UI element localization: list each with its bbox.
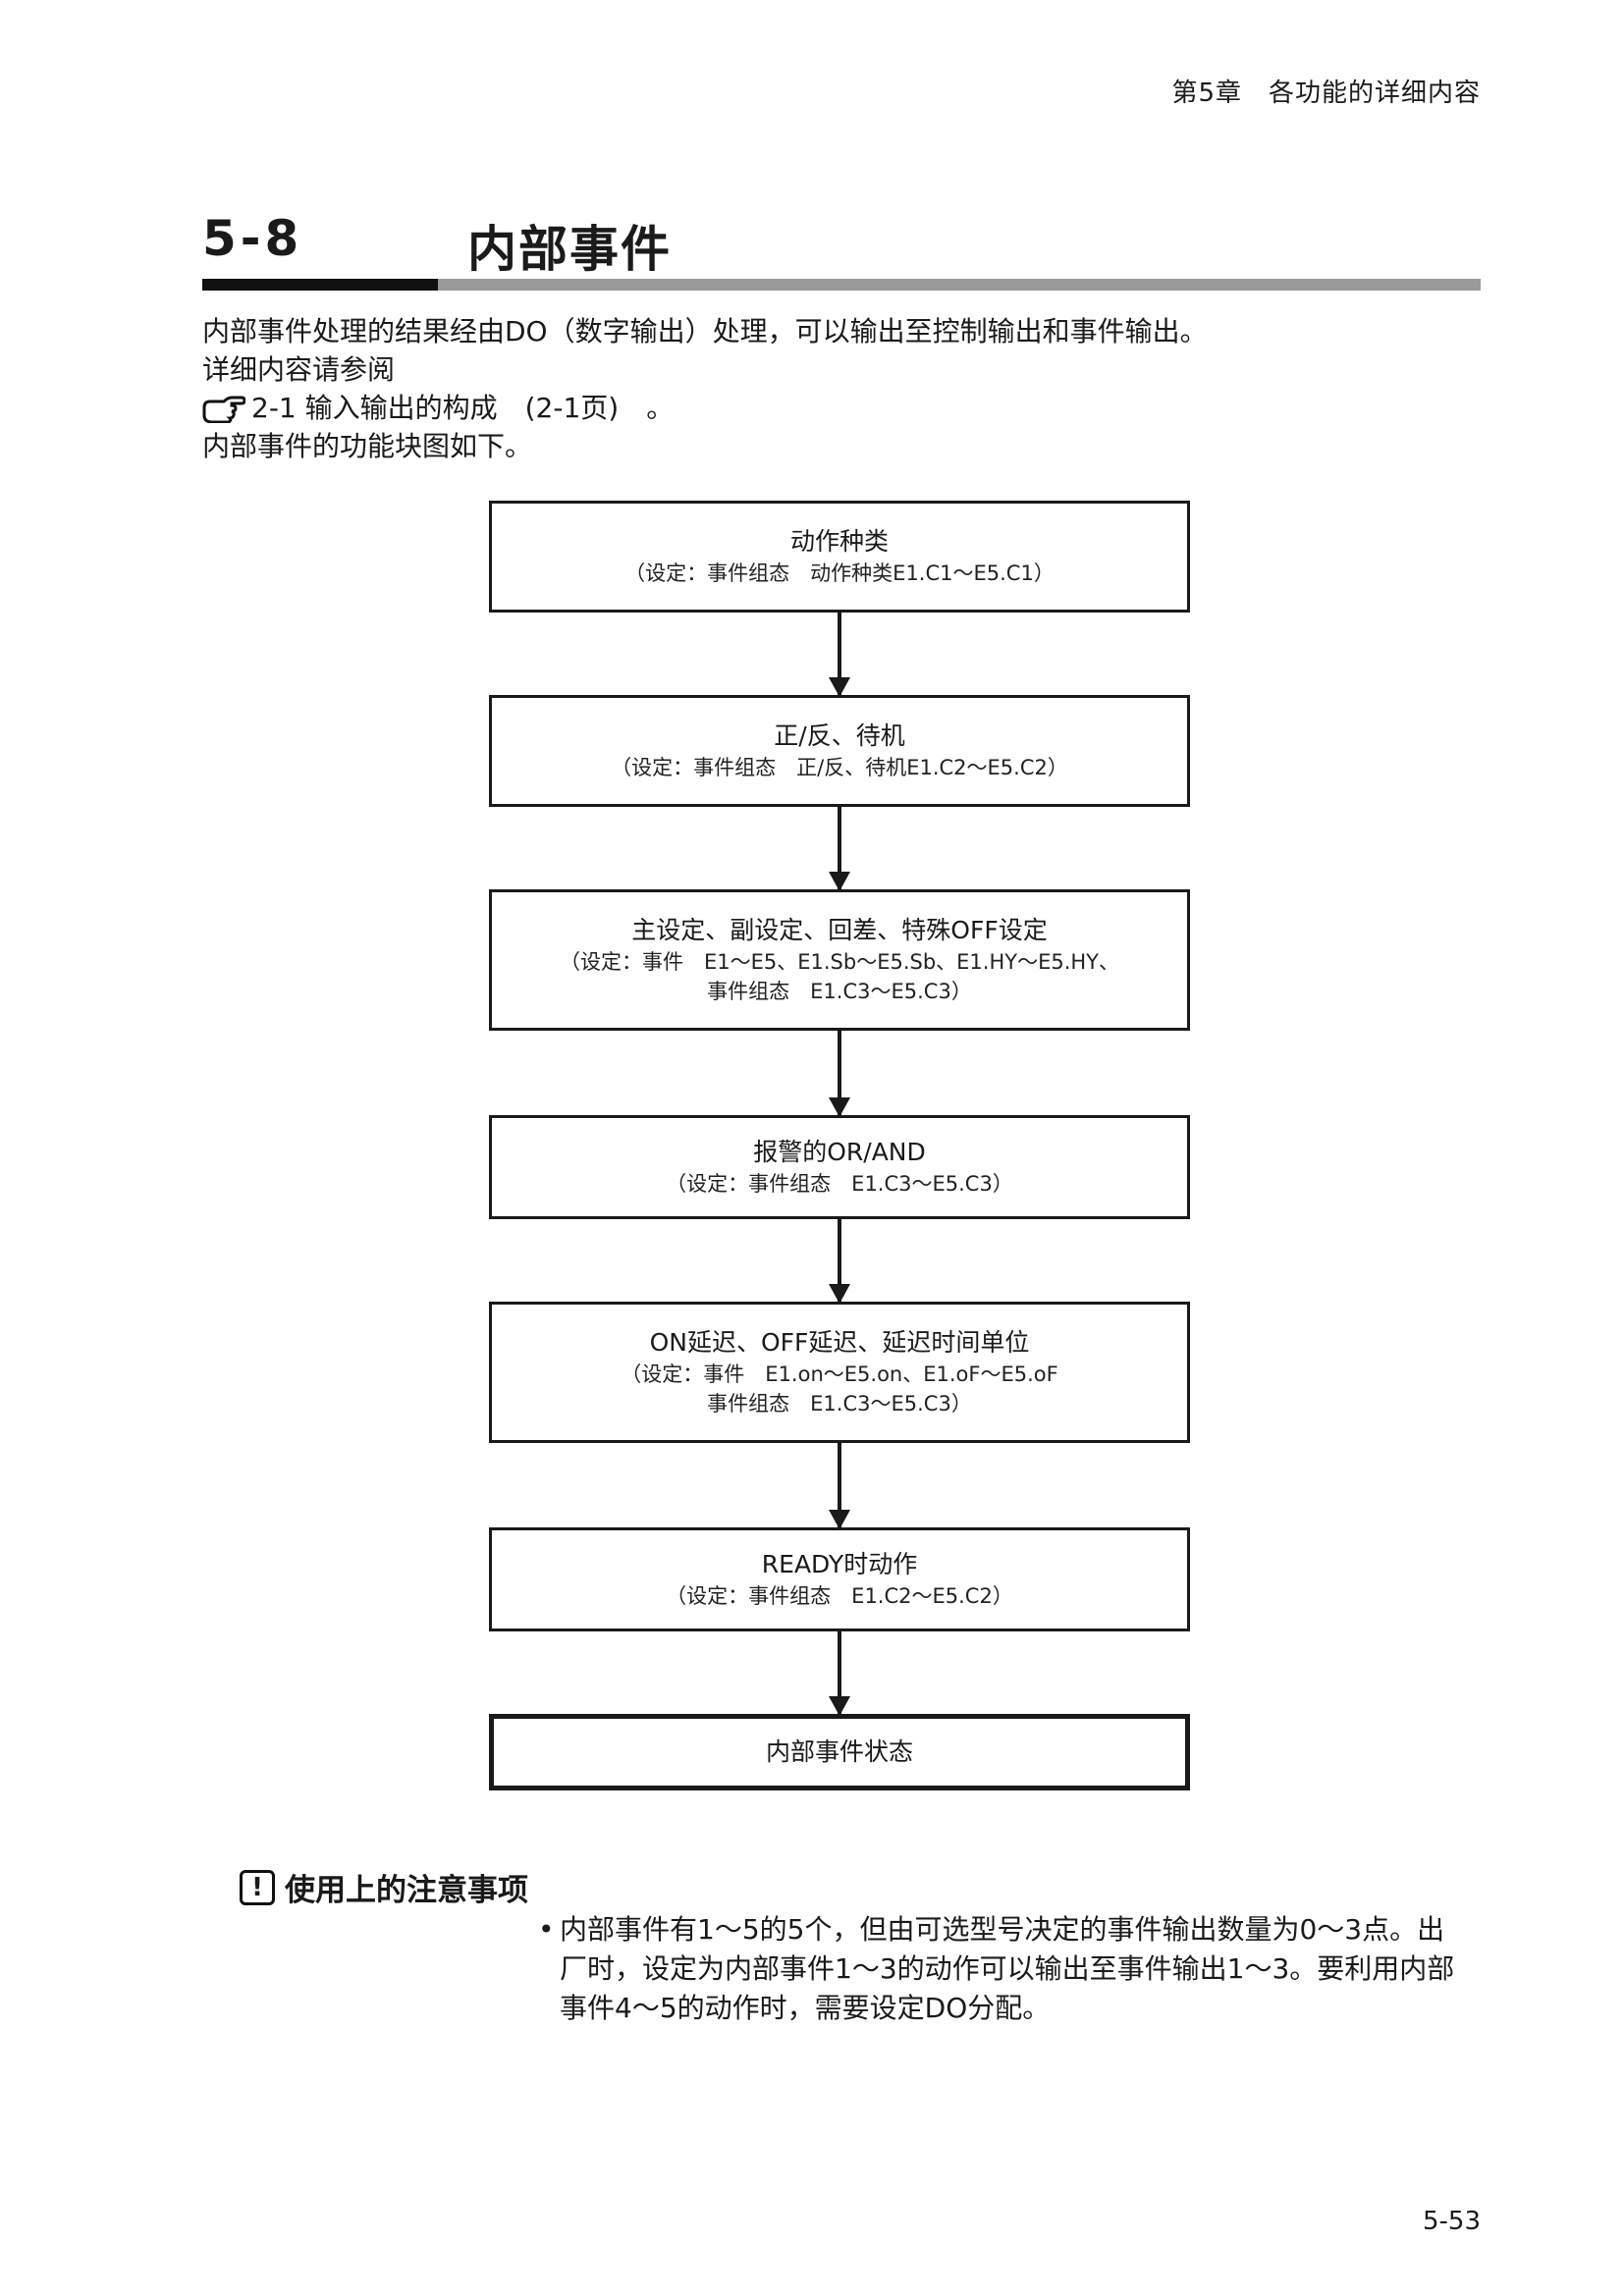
flow-box-setting: 事件组态 E1.C3～E5.C3） <box>707 980 972 1003</box>
flow-box-action-type: 动作种类 （设定：事件组态 动作种类E1.C1～E5.C1） <box>489 501 1190 613</box>
exclamation-icon: ! <box>240 1869 275 1905</box>
flow-arrow <box>829 807 850 891</box>
flow-arrow <box>829 1631 850 1716</box>
section-number: 5-8 <box>202 210 303 267</box>
chapter-header: 第5章 各功能的详细内容 <box>1171 79 1481 108</box>
section-heading: 5-8 内部事件 <box>202 210 1481 289</box>
flow-box-ready-action: READY时动作 （设定：事件组态 E1.C2～E5.C2） <box>489 1527 1190 1631</box>
flow-arrow <box>829 1219 850 1304</box>
flow-box-title: 动作种类 <box>789 527 889 556</box>
section-rule-black <box>202 279 438 291</box>
notice-line-3: 事件4～5的动作时，需要设定DO分配。 <box>560 1992 1051 2024</box>
page-number: 5-53 <box>1422 2207 1481 2236</box>
flow-box-title: 主设定、副设定、回差、特殊OFF设定 <box>631 916 1048 944</box>
flow-arrow <box>829 613 850 697</box>
flow-box-title: 正/反、待机 <box>774 721 905 750</box>
notice-title: 使用上的注意事项 <box>285 1873 528 1908</box>
flow-box-title: ON延迟、OFF延迟、延迟时间单位 <box>649 1328 1030 1357</box>
intro-line-1: 内部事件处理的结果经由DO（数字输出）处理，可以输出至控制输出和事件输出。 <box>202 315 1208 347</box>
flow-box-setting: 事件组态 E1.C3～E5.C3） <box>707 1392 972 1415</box>
flow-box-title: READY时动作 <box>761 1550 918 1578</box>
usage-notice-heading: ! 使用上的注意事项 <box>240 1865 528 1909</box>
intro-line-2: 详细内容请参阅 <box>202 353 396 386</box>
flow-arrow <box>829 1031 850 1117</box>
section-title: 内部事件 <box>467 221 672 278</box>
flow-box-setting: （设定：事件 E1.on～E5.on、E1.oF～E5.oF <box>621 1362 1058 1386</box>
flow-box-delay: ON延迟、OFF延迟、延迟时间单位 （设定：事件 E1.on～E5.on、E1.… <box>489 1302 1190 1443</box>
notice-body: • 内部事件有1～5的5个，但由可选型号决定的事件输出数量为0～3点。出 厂时，… <box>538 1910 1483 2028</box>
flow-box-alarm-or-and: 报警的OR/AND （设定：事件组态 E1.C3～E5.C3） <box>489 1115 1190 1219</box>
flow-box-setting: （设定：事件组态 E1.C3～E5.C3） <box>666 1172 1013 1196</box>
pointing-hand-icon <box>202 396 245 423</box>
flow-box-setting: （设定：事件组态 正/反、待机E1.C2～E5.C2） <box>611 756 1068 779</box>
flow-box-setpoint-hysteresis: 主设定、副设定、回差、特殊OFF设定 （设定：事件 E1～E5、E1.Sb～E5… <box>489 889 1190 1031</box>
bullet: • <box>538 1913 555 1946</box>
reference-link[interactable]: 2-1 输入输出的构成 (2-1页) 。 <box>202 389 1208 427</box>
flow-arrow <box>829 1443 850 1529</box>
reference-text: 2-1 输入输出的构成 (2-1页) 。 <box>251 392 675 424</box>
flow-box-setting: （设定：事件 E1～E5、E1.Sb～E5.Sb、E1.HY～E5.HY、 <box>559 950 1120 974</box>
notice-line-1: 内部事件有1～5的5个，但由可选型号决定的事件输出数量为0～3点。出 <box>560 1913 1445 1946</box>
section-rule-gray <box>438 279 1481 291</box>
flow-box-title: 内部事件状态 <box>765 1737 913 1766</box>
flow-box-title: 报警的OR/AND <box>753 1138 926 1166</box>
flow-box-setting: （设定：事件组态 E1.C2～E5.C2） <box>666 1584 1013 1608</box>
intro-line-4: 内部事件的功能块图如下。 <box>202 430 533 462</box>
flow-box-setting: （设定：事件组态 动作种类E1.C1～E5.C1） <box>624 561 1055 585</box>
flow-box-direction-standby: 正/反、待机 （设定：事件组态 正/反、待机E1.C2～E5.C2） <box>489 695 1190 807</box>
notice-line-2: 厂时，设定为内部事件1～3的动作可以输出至事件输出1～3。要利用内部 <box>560 1952 1455 1985</box>
flow-box-internal-event-status: 内部事件状态 <box>489 1714 1190 1790</box>
intro-text: 内部事件处理的结果经由DO（数字输出）处理，可以输出至控制输出和事件输出。 详细… <box>202 312 1208 465</box>
